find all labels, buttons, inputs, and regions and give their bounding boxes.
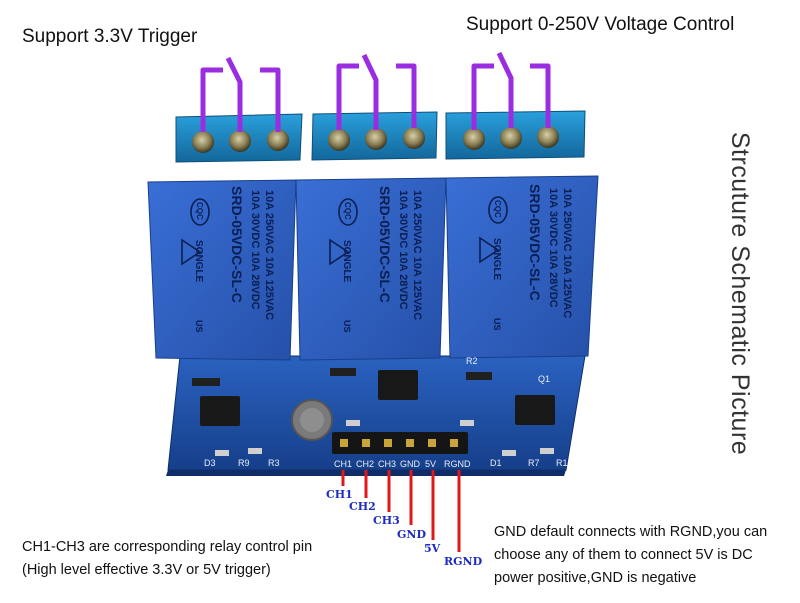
pin-label-5v: 5V [424, 542, 441, 555]
svg-text:US: US [342, 320, 352, 333]
svg-text:SONGLE: SONGLE [491, 238, 502, 281]
svg-text:10A 250VAC 10A 125VAC: 10A 250VAC 10A 125VAC [561, 188, 573, 318]
svg-text:D3: D3 [204, 458, 216, 468]
silk-gnd: GND [400, 459, 421, 469]
svg-text:R1: R1 [556, 458, 568, 468]
svg-text:CQC: CQC [493, 200, 502, 218]
svg-text:10A 250VAC 10A 125VAC: 10A 250VAC 10A 125VAC [411, 190, 423, 320]
switch-wires [200, 51, 551, 132]
relay-2: 10A 250VAC 10A 125VAC 10A 30VDC 10A 28VD… [295, 177, 447, 361]
svg-text:CQC: CQC [195, 202, 204, 220]
svg-text:SONGLE: SONGLE [341, 240, 352, 283]
svg-text:US: US [194, 320, 204, 333]
right-note: GND default connects with RGND,you can c… [494, 521, 767, 590]
pin-label-ch1: CH1 [326, 488, 353, 501]
optocoupler-2 [378, 370, 418, 400]
svg-text:R9: R9 [238, 458, 250, 468]
svg-text:Q1: Q1 [538, 374, 550, 384]
svg-text:CQC: CQC [343, 202, 352, 220]
svg-text:R2: R2 [466, 356, 478, 366]
relay-1: 10A 250VAC 10A 125VAC 10A 30VDC 10A 28VD… [147, 179, 297, 361]
terminal-block-3 [445, 110, 586, 160]
svg-text:R3: R3 [268, 458, 280, 468]
svg-text:SRD-05VDC-SL-C: SRD-05VDC-SL-C [377, 186, 393, 303]
pin-label-ch2: CH2 [349, 500, 376, 513]
svg-text:10A 30VDC 10A 28VDC: 10A 30VDC 10A 28VDC [547, 188, 559, 308]
silk-ch3: CH3 [378, 459, 396, 469]
svg-text:10A 250VAC 10A 125VAC: 10A 250VAC 10A 125VAC [263, 190, 275, 320]
svg-text:10A 30VDC 10A 28VDC: 10A 30VDC 10A 28VDC [397, 190, 409, 310]
pin-wires [341, 470, 461, 552]
terminal-block-2 [311, 111, 438, 161]
left-note-line-2: (High level effective 3.3V or 5V trigger… [22, 562, 271, 578]
svg-text:SRD-05VDC-SL-C: SRD-05VDC-SL-C [229, 186, 245, 303]
svg-text:SRD-05VDC-SL-C: SRD-05VDC-SL-C [527, 184, 543, 301]
silk-rgnd: RGND [444, 459, 471, 469]
pin-header: CH1 CH2 CH3 GND 5V RGND [332, 432, 471, 469]
right-note-line-1: GND default connects with RGND,you can [494, 524, 768, 540]
relay-3: 10A 250VAC 10A 125VAC 10A 30VDC 10A 28VD… [445, 175, 599, 359]
left-note: CH1-CH3 are corresponding relay control … [22, 536, 312, 582]
svg-text:D1: D1 [490, 458, 502, 468]
trigger-caption: Support 3.3V Trigger [22, 26, 198, 47]
silk-5v: 5V [425, 459, 436, 469]
pcb-components: D3 R9 R3 R2 D1 R7 R1 Q1 [192, 356, 568, 468]
svg-text:US: US [492, 318, 502, 331]
right-note-line-2: choose any of them to connect 5V is DC [494, 547, 753, 563]
silk-ch1: CH1 [334, 459, 352, 469]
pin-label-gnd: GND [397, 528, 426, 541]
optocoupler-1 [200, 396, 240, 426]
svg-text:SONGLE: SONGLE [193, 240, 204, 283]
voltage-caption: Support 0-250V Voltage Control [466, 14, 735, 35]
silk-ch2: CH2 [356, 459, 374, 469]
pin-label-rgnd: RGND [444, 555, 483, 568]
svg-text:10A 30VDC 10A 28VDC: 10A 30VDC 10A 28VDC [249, 190, 261, 310]
right-note-line-3: power positive,GND is negative [494, 570, 697, 586]
left-note-line-1: CH1-CH3 are corresponding relay control … [22, 539, 313, 555]
pin-label-ch3: CH3 [373, 514, 400, 527]
terminal-block-1 [175, 113, 303, 163]
svg-text:R7: R7 [528, 458, 540, 468]
optocoupler-3 [515, 395, 555, 425]
